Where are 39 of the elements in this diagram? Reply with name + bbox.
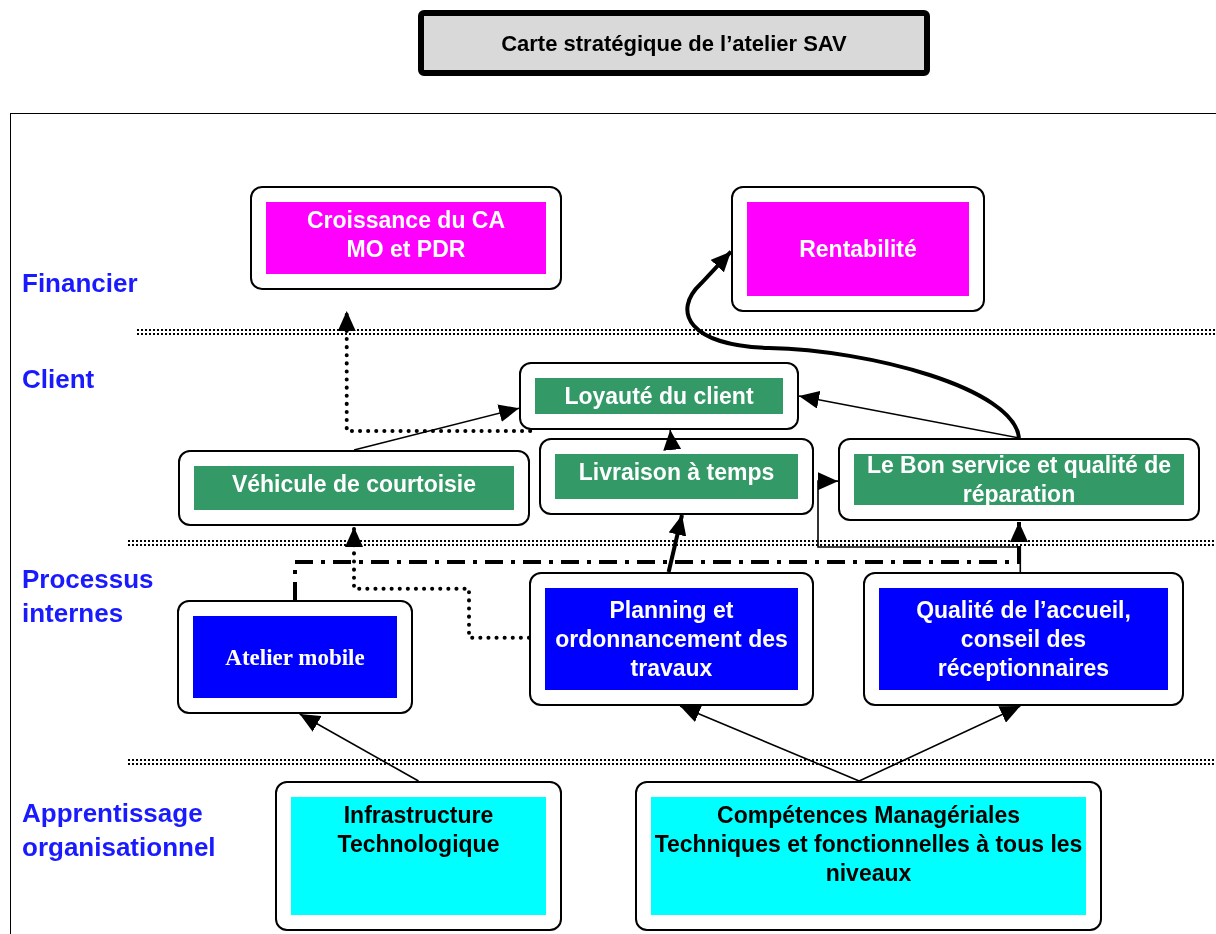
arrow bbox=[817, 472, 1022, 573]
node-box bbox=[539, 438, 814, 515]
node-box bbox=[178, 450, 530, 526]
node-box bbox=[529, 572, 814, 706]
node-label: Qualité de l’accueil, conseil des réceptionnaires bbox=[915, 595, 1132, 683]
node-label: Planning et ordonnancement des travaux bbox=[554, 595, 789, 683]
node-label: Croissance du CA MO et PDR bbox=[305, 206, 507, 264]
node-box bbox=[635, 781, 1102, 931]
node-box bbox=[177, 600, 413, 714]
node-label: Livraison à temps bbox=[578, 458, 775, 487]
node-label: Loyauté du client bbox=[564, 382, 754, 411]
node-box bbox=[250, 186, 562, 290]
arrow bbox=[345, 525, 531, 640]
node-box bbox=[838, 438, 1200, 521]
node-box bbox=[863, 572, 1184, 706]
node-label: Infrastructure Technologique bbox=[336, 801, 501, 859]
band-label: Apprentissage organisationnel bbox=[22, 797, 217, 864]
arrow bbox=[666, 514, 687, 573]
node-label: Véhicule de courtoisie bbox=[231, 470, 477, 499]
band-label: Client bbox=[22, 363, 96, 396]
node-box bbox=[519, 362, 799, 430]
node-box bbox=[275, 781, 562, 931]
node-label: Le Bon service et qualité de réparation bbox=[865, 450, 1173, 509]
band-label: Financier bbox=[22, 267, 139, 300]
title-box: Carte stratégique de l’atelier SAV bbox=[418, 10, 930, 76]
band-label: Processus internes bbox=[22, 563, 155, 630]
node-label: Atelier mobile bbox=[225, 643, 365, 672]
arrow bbox=[798, 390, 1020, 439]
arrow bbox=[858, 705, 1022, 782]
arrow bbox=[337, 309, 533, 433]
arrow bbox=[293, 522, 1028, 600]
arrow bbox=[685, 250, 1021, 439]
arrow bbox=[679, 705, 860, 782]
arrow bbox=[663, 429, 682, 451]
node-label: Compétences Managériales Techniques et fonctionnelles à tous les niveaux bbox=[653, 801, 1084, 888]
node-box bbox=[731, 186, 985, 312]
arrow bbox=[353, 404, 520, 451]
node-label: Rentabilité bbox=[799, 234, 917, 264]
arrow bbox=[298, 713, 420, 782]
